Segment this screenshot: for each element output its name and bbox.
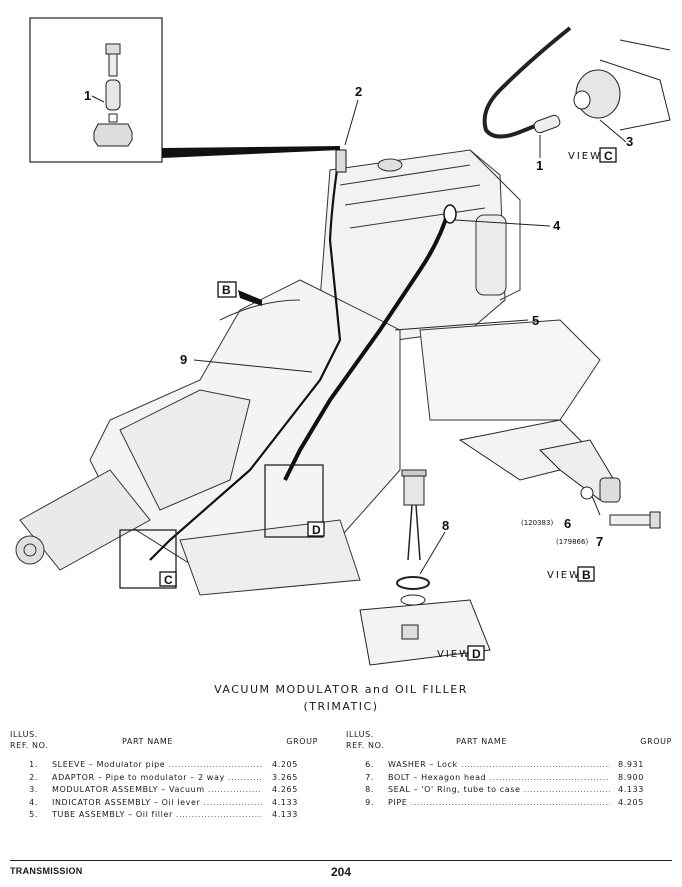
view-letter-b-detail: B: [582, 568, 591, 582]
part-name: BOLT – Hexagon head: [388, 772, 610, 785]
view-word-b: VIEW: [547, 570, 581, 581]
ref-no: 8.: [365, 785, 374, 794]
inset-detail-box: [29, 17, 163, 163]
header-ref-line2: REF. NO.: [10, 741, 49, 750]
view-d-detail: [359, 469, 491, 666]
table-row: 8. SEAL – 'O' Ring, tube to case 4.133: [346, 784, 670, 797]
part-number-7: (179866): [556, 538, 588, 546]
group-no: 4.133: [268, 809, 312, 822]
header-ref-no: ILLUS. REF. NO.: [346, 729, 406, 751]
header-part-name: PART NAME: [456, 737, 508, 746]
callout-7: 7: [596, 534, 603, 549]
view-c-detail: [482, 26, 671, 139]
callout-3: 3: [626, 134, 633, 149]
header-ref-line1: ILLUS.: [10, 730, 38, 739]
header-part-name: PART NAME: [122, 737, 174, 746]
header-ref-no: ILLUS. REF. NO.: [10, 729, 70, 751]
footer-rule: [10, 860, 672, 861]
engine-block: [319, 149, 601, 421]
ref-no: 9.: [365, 797, 374, 807]
oil-filler-tube: [283, 211, 450, 481]
group-no: 4.205: [614, 796, 658, 809]
table-row: 4. INDICATOR ASSEMBLY – Oil lever 4.133: [10, 796, 334, 810]
part-name: INDICATOR ASSEMBLY – Oil lever: [52, 797, 262, 810]
table-row: 2. ADAPTOR – Pipe to modulator – 2 way 3.2…: [10, 771, 334, 785]
view-label-b-marker: [217, 281, 262, 306]
callout-5: 5: [532, 313, 539, 328]
part-name: SLEEVE – Modulator pipe: [52, 759, 262, 772]
ref-no: 5.: [29, 810, 38, 819]
view-letter-d-main: D: [312, 523, 321, 537]
parts-column-left: ILLUS. REF. NO. PART NAME GROUP 1. SLEEVE…: [10, 729, 334, 822]
ref-no: 6.: [365, 760, 374, 769]
title-line-1: VACUUM MODULATOR and OIL FILLER: [214, 683, 468, 696]
ref-no: 1.: [29, 760, 38, 769]
diagram-title: VACUUM MODULATOR and OIL FILLER (TRIMATI…: [0, 681, 682, 715]
group-no: 8.931: [614, 759, 658, 772]
header-group: GROUP: [640, 737, 672, 746]
group-no: 3.265: [268, 771, 312, 784]
part-name: ADAPTOR – Pipe to modulator – 2 way: [52, 772, 262, 785]
parts-header: ILLUS. REF. NO. PART NAME GROUP: [10, 729, 334, 755]
detail-box-c: [119, 529, 177, 589]
callout-1-inset: 1: [84, 88, 91, 103]
view-word-c: VIEW: [568, 151, 602, 162]
exploded-parts-diagram: 1 2 1 3 4 5 9 8 6 7 (120383) (179866) VI…: [15, 17, 671, 666]
part-number-6: (120383): [521, 519, 553, 527]
parts-rows-right: 6. WASHER – Lock 8.931 7. BOLT – Hexagon he…: [346, 759, 670, 809]
parts-rows-left: 1. SLEEVE – Modulator pipe 4.205 2. ADAPTOR…: [10, 759, 334, 822]
parts-column-right: ILLUS. REF. NO. PART NAME GROUP 6. WASHER…: [346, 729, 672, 809]
view-letter-c-top: C: [604, 149, 613, 163]
part-name: MODULATOR ASSEMBLY – Vacuum: [52, 784, 262, 797]
header-group: GROUP: [286, 737, 318, 746]
table-row: 5. TUBE ASSEMBLY – Oil filler 4.133: [10, 809, 334, 822]
footer-section: TRANSMISSION: [10, 866, 83, 876]
callout-2: 2: [355, 84, 362, 99]
group-no: 4.133: [268, 796, 312, 809]
view-letter-c-main: C: [164, 573, 173, 587]
view-letter-d-detail: D: [472, 647, 481, 661]
table-row: 3. MODULATOR ASSEMBLY – Vacuum 4.265: [10, 784, 334, 797]
inset-pointer: [162, 146, 340, 158]
view-b-detail: [458, 419, 661, 529]
page-number: 204: [330, 865, 352, 879]
group-no: 4.133: [614, 784, 658, 797]
view-word-d: VIEW: [437, 649, 471, 660]
ref-no: 4.: [29, 797, 38, 807]
group-no: 8.900: [614, 771, 658, 784]
callout-1-view-c: 1: [536, 158, 543, 173]
ref-no: 2.: [29, 772, 38, 782]
header-ref-line1: ILLUS.: [346, 730, 374, 739]
callout-4: 4: [553, 218, 561, 233]
part-name: PIPE: [388, 797, 610, 810]
ref-no: 7.: [365, 772, 374, 782]
table-row: 6. WASHER – Lock 8.931: [346, 759, 670, 772]
callout-8: 8: [442, 518, 449, 533]
parts-header: ILLUS. REF. NO. PART NAME GROUP: [346, 729, 672, 755]
detail-box-d: [264, 464, 324, 538]
table-row: 1. SLEEVE – Modulator pipe 4.205: [10, 759, 334, 772]
inset-sleeve-parts: [93, 43, 133, 147]
title-line-2: (TRIMATIC): [303, 700, 379, 713]
table-row: 7. BOLT – Hexagon head 8.900: [346, 771, 670, 785]
part-name: TUBE ASSEMBLY – Oil filler: [52, 809, 262, 822]
part-name: SEAL – 'O' Ring, tube to case: [388, 784, 610, 797]
callout-9: 9: [180, 352, 187, 367]
group-no: 4.265: [268, 784, 312, 797]
part-name: WASHER – Lock: [388, 759, 610, 772]
callout-6: 6: [564, 516, 571, 531]
ref-no: 3.: [29, 785, 38, 794]
group-no: 4.205: [268, 759, 312, 772]
view-letter-b-main: B: [222, 283, 231, 297]
header-ref-line2: REF. NO.: [346, 741, 385, 750]
transmission-housing: [15, 279, 401, 596]
table-row: 9. PIPE 4.205: [346, 796, 670, 810]
